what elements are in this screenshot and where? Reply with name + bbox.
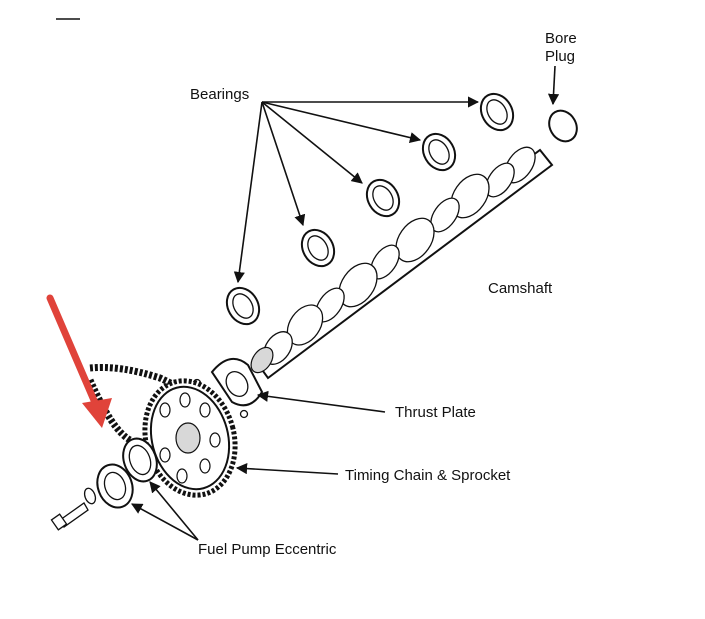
label-camshaft: Camshaft [488, 280, 553, 297]
fuel-pump-eccentric [96, 437, 158, 509]
label-fuel-pump-eccentric: Fuel Pump Eccentric [198, 541, 337, 558]
timing-chain-sprocket [86, 363, 238, 498]
bearing-2 [300, 228, 336, 268]
bearing-3 [365, 178, 401, 218]
bearing-rings [225, 92, 515, 326]
thrust-plate [192, 357, 264, 419]
camshaft [250, 146, 554, 380]
label-thrust-plate: Thrust Plate [395, 404, 476, 421]
label-bearings: Bearings [190, 86, 250, 103]
bearing-5 [479, 92, 515, 132]
bearing-1 [225, 286, 261, 326]
leader-lines [131, 65, 560, 541]
bolt-washer [50, 487, 97, 531]
label-bore-plug-line1: Bore [545, 30, 577, 47]
label-bore-plug-line2: Plug [545, 48, 576, 65]
bearing-4 [421, 132, 457, 172]
bore-plug [548, 109, 578, 143]
highlight-arrow [46, 294, 112, 428]
label-timing-chain-sprocket: Timing Chain & Sprocket [345, 467, 511, 484]
